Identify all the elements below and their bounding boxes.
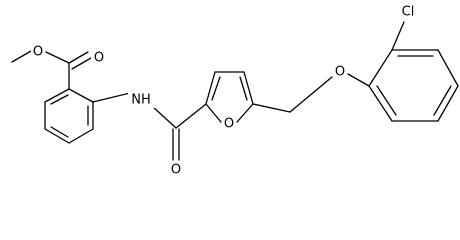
amide-nitrogen-label: NH	[131, 93, 151, 108]
bond-furan-o-c5	[236, 103, 254, 123]
bond-aryl-4	[437, 85, 459, 122]
bond-ch2-o	[289, 76, 333, 113]
bond-aryl-cl	[391, 21, 405, 51]
bond-ester-c-o-double-2	[71, 57, 92, 70]
bond-amide-c-furan	[175, 103, 207, 129]
bond-benzoate-3	[68, 128, 94, 144]
bonds	[11, 21, 459, 161]
bond-nh-amide-c	[151, 105, 177, 129]
bond-benzoate-6	[44, 88, 70, 103]
bond-aryl-inner-2	[433, 85, 452, 116]
bond-benzoate-4	[44, 128, 70, 144]
bond-o-ester-c	[45, 51, 70, 64]
bond-aryl-6	[368, 85, 393, 122]
bond-benzoate-inner-3	[50, 94, 69, 105]
bond-o-aryl	[347, 73, 370, 87]
atom-amide-o: O	[169, 161, 183, 178]
bond-furan-c3-c2	[205, 71, 216, 105]
amide-oxygen-label: O	[171, 163, 181, 178]
molecule-drawing: O O NH O O O C	[11, 4, 459, 178]
atom-labels: O O NH O O O C	[31, 4, 419, 178]
bond-aryl-1	[368, 49, 393, 87]
bond-benzoate-inner-2	[50, 126, 69, 138]
bond-methyl-o	[11, 50, 32, 63]
atom-methoxy-o: O	[31, 44, 45, 60]
bond-ring-nh	[92, 92, 131, 103]
bond-aryl-inner-3	[376, 85, 397, 116]
chlorine-label: Cl	[402, 5, 415, 20]
bond-furan-c2-o	[205, 103, 222, 123]
bond-ester-c-o-double	[68, 51, 89, 64]
bond-furan-c5-c4	[243, 71, 254, 105]
carbonyl-oxygen-label: O	[94, 51, 104, 66]
bond-furan-inner-1	[239, 76, 248, 101]
structure-diagram: O O NH O O O C	[11, 4, 459, 178]
methoxy-oxygen-label: O	[33, 45, 43, 60]
atom-ether-o: O	[333, 64, 347, 80]
ether-oxygen-label: O	[335, 65, 345, 80]
atom-amide-nh: NH	[128, 92, 156, 108]
bond-benzoate-1	[68, 88, 94, 103]
atom-chlorine: Cl	[397, 4, 419, 20]
bond-furan-ch2	[252, 103, 291, 113]
bond-furan-inner-2	[211, 76, 221, 101]
furan-oxygen-label: O	[224, 117, 234, 132]
atom-furan-o: O	[222, 116, 236, 132]
atom-carbonyl-o: O	[91, 50, 105, 66]
bond-aryl-3	[437, 49, 459, 87]
